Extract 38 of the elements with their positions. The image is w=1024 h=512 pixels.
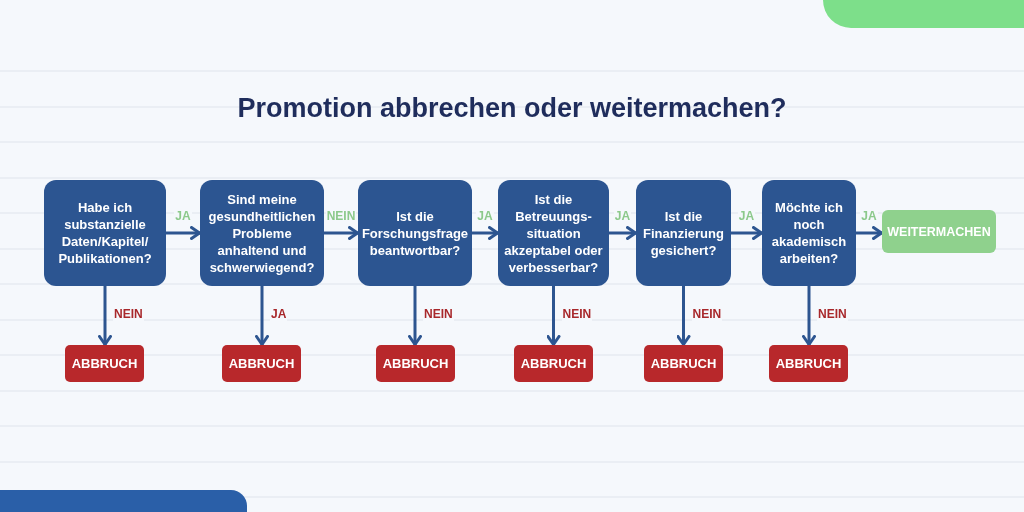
stop-box: ABBRUCH — [376, 345, 455, 382]
edge-label: JA — [737, 209, 756, 223]
arrow — [255, 286, 269, 346]
title: Promotion abbrechen oder weitermachen? — [237, 92, 787, 124]
decision-box: Ist die Finanzierung gesichert? — [636, 180, 731, 286]
arrow — [802, 286, 816, 346]
stop-box: ABBRUCH — [514, 345, 593, 382]
arrow — [731, 226, 763, 240]
edge-label: NEIN — [561, 306, 593, 321]
arrow — [98, 286, 112, 346]
edge-label: JA — [270, 306, 288, 321]
arrow — [324, 226, 359, 240]
decision-box: Sind meine gesundheitlichen Probleme anhaltend und schwerwiegend? — [200, 180, 324, 286]
arrow — [166, 226, 201, 240]
arrow — [676, 286, 691, 346]
edge-label: NEIN — [423, 306, 454, 321]
edge-label: NEIN — [325, 209, 357, 223]
stop-box: ABBRUCH — [65, 345, 144, 382]
arrow — [408, 286, 422, 346]
edge-label: JA — [174, 209, 192, 223]
arrow — [472, 226, 499, 240]
edge-label: JA — [476, 209, 494, 223]
edge-label: NEIN — [691, 306, 723, 321]
stop-box: ABBRUCH — [222, 345, 301, 382]
edge-label: NEIN — [113, 306, 144, 321]
edge-label: JA — [860, 209, 878, 223]
arrow — [856, 226, 883, 240]
decision-box: Ist die Forschungsfrage beantwortbar? — [358, 180, 472, 286]
edge-label: NEIN — [817, 306, 848, 321]
decision-box: Habe ich substanzielle Daten/Kapitel/ Publikationen? — [44, 180, 166, 286]
decision-box: Ist die Betreuungs- situation akzeptabel oder verbesserbar? — [498, 180, 609, 286]
edge-label: JA — [613, 209, 632, 223]
arrow — [609, 226, 637, 240]
arrow — [546, 286, 561, 346]
stop-box: ABBRUCH — [769, 345, 848, 382]
stop-box: ABBRUCH — [644, 345, 723, 382]
decision-box: Möchte ich noch akademisch arbeiten? — [762, 180, 856, 286]
result-box: WEITERMACHEN — [882, 210, 996, 253]
